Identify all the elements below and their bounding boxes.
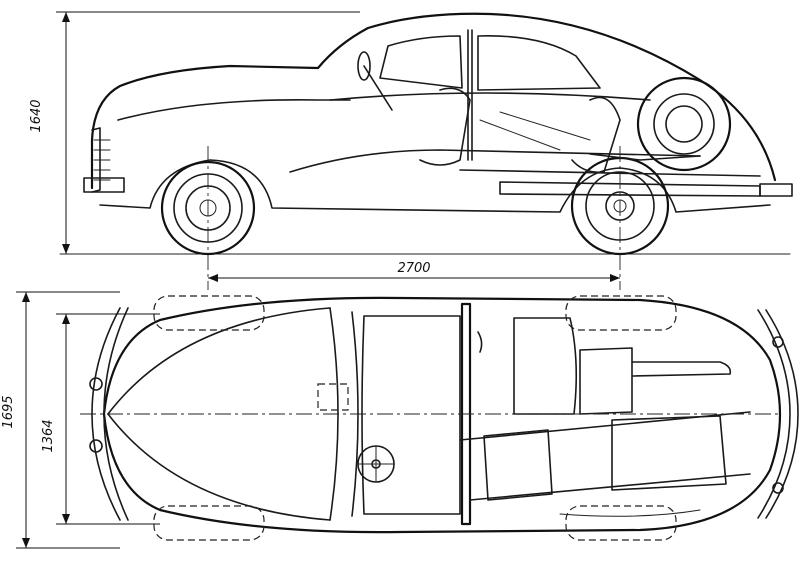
wheelbase-label: 2700 — [397, 261, 430, 276]
dimension-track: 1364 — [41, 313, 160, 525]
height-label: 1640 — [29, 99, 44, 132]
dimension-wheelbase: 2700 — [208, 261, 620, 282]
side-view — [59, 12, 793, 290]
top-view — [80, 295, 799, 541]
track-label: 1364 — [41, 419, 56, 452]
width-label: 1695 — [1, 395, 16, 428]
dimension-width: 1695 — [1, 291, 120, 549]
dimension-height: 1640 — [29, 11, 360, 254]
